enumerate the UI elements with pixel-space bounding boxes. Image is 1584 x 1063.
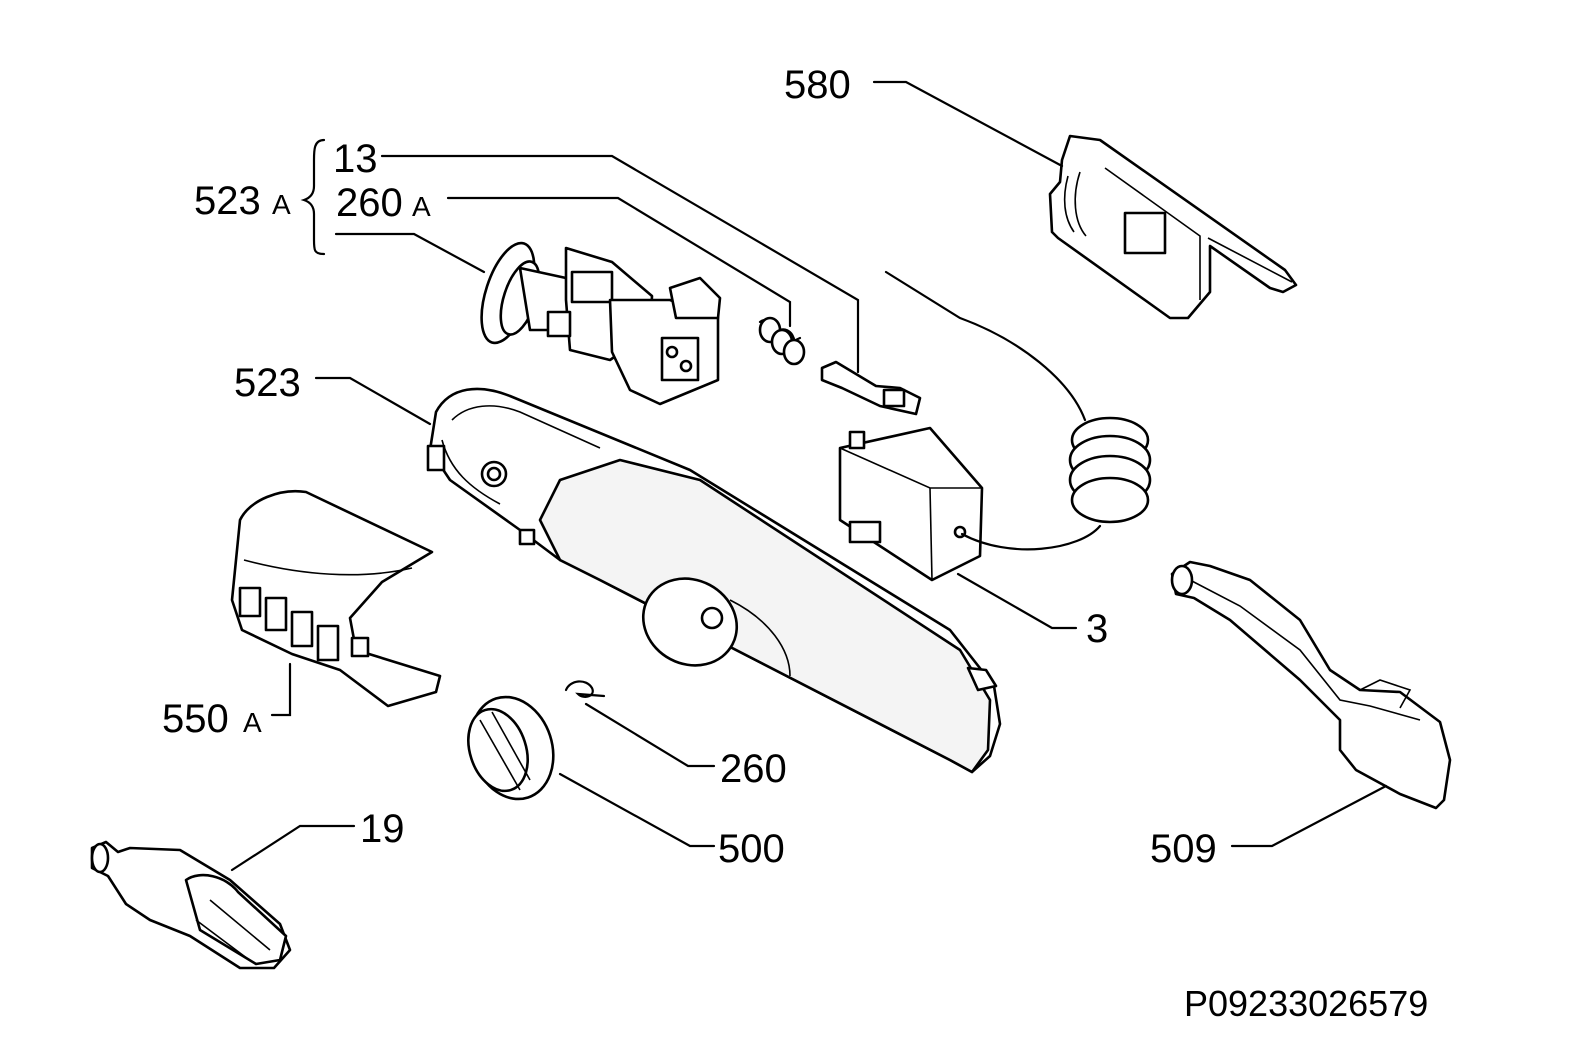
label-550A: 550 <box>162 697 229 741</box>
label-523A: 523 <box>194 179 261 223</box>
label-3: 3 <box>1086 607 1108 651</box>
label-523A-suffix: A <box>272 189 291 220</box>
part-19-lamp <box>90 840 292 970</box>
label-260A: 260 <box>336 181 403 225</box>
part-509-handle <box>1170 560 1452 810</box>
part-500-knob <box>467 695 555 801</box>
label-260: 260 <box>720 747 787 791</box>
label-260A-suffix: A <box>412 191 431 222</box>
part-labels: 580 13 260 A 523 A 523 3 550 A 260 19 50… <box>162 63 1428 1024</box>
part-260-clip <box>564 680 606 698</box>
label-523: 523 <box>234 361 301 405</box>
part-260A-spring <box>758 316 806 366</box>
label-13: 13 <box>333 137 378 181</box>
drawing-code: P09233026579 <box>1184 983 1428 1024</box>
leader-lines <box>230 80 1388 872</box>
label-509: 509 <box>1150 827 1217 871</box>
label-500: 500 <box>718 827 785 871</box>
part-3-thermostat <box>838 270 1152 582</box>
label-19: 19 <box>360 807 405 851</box>
part-550A-cover <box>230 489 442 708</box>
label-580: 580 <box>784 63 851 107</box>
part-580-bracket <box>1048 134 1298 320</box>
part-523-housing <box>426 387 1002 774</box>
part-13-latch-pin <box>820 360 922 416</box>
part-523A-switch-block <box>480 241 722 406</box>
label-550A-suffix: A <box>243 707 262 738</box>
